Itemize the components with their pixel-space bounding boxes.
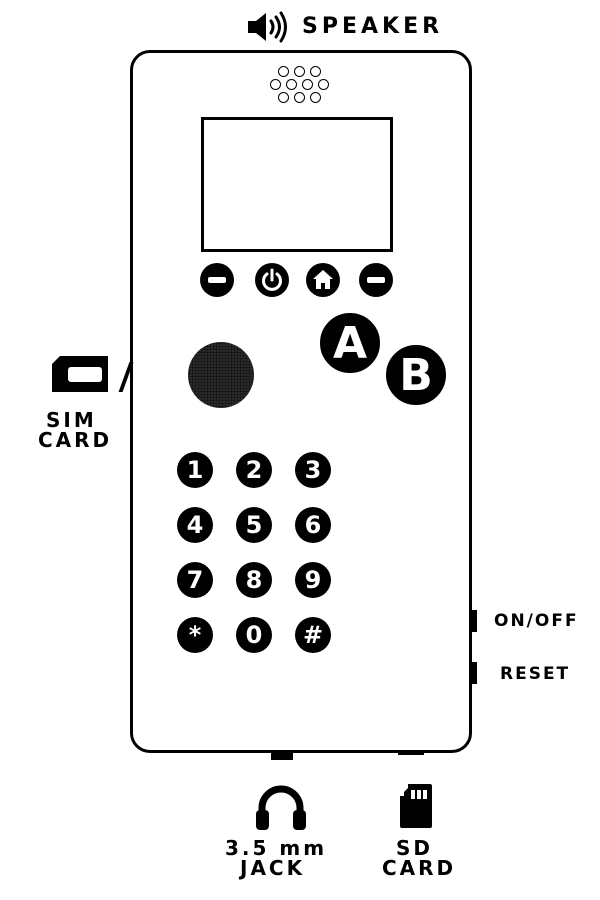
speaker-label: SPEAKER <box>302 14 444 39</box>
sim-card-icon <box>50 356 110 392</box>
key-2[interactable]: 2 <box>236 452 272 488</box>
reset-label: RESET <box>500 664 571 684</box>
jack-label-line2: JACK <box>240 856 306 880</box>
power-icon <box>262 268 282 291</box>
sd-card-icon <box>398 782 434 830</box>
jack-label-line1: 3.5 mm <box>225 836 328 860</box>
key-5[interactable]: 5 <box>236 507 272 543</box>
key-7[interactable]: 7 <box>177 562 213 598</box>
minus-right-button[interactable] <box>359 263 393 297</box>
home-button[interactable] <box>306 263 340 297</box>
jack-port <box>271 750 293 760</box>
home-icon <box>313 270 333 289</box>
key-1[interactable]: 1 <box>177 452 213 488</box>
key-hash[interactable]: # <box>295 617 331 653</box>
reset-button[interactable] <box>470 662 477 684</box>
on-off-label: ON/OFF <box>494 611 579 631</box>
key-6[interactable]: 6 <box>295 507 331 543</box>
key-star[interactable]: * <box>177 617 213 653</box>
on-off-switch[interactable] <box>470 610 477 632</box>
speaker-icon <box>246 10 290 44</box>
sd-label-line1: SD <box>396 836 434 860</box>
minus-icon <box>208 277 226 283</box>
key-4[interactable]: 4 <box>177 507 213 543</box>
minus-left-button[interactable] <box>200 263 234 297</box>
a-button[interactable]: A <box>318 311 382 375</box>
display-screen <box>201 117 393 252</box>
headphones-icon <box>254 782 308 832</box>
key-3[interactable]: 3 <box>295 452 331 488</box>
minus-icon <box>367 277 385 283</box>
joystick[interactable] <box>188 342 254 408</box>
key-0[interactable]: 0 <box>236 617 272 653</box>
power-button[interactable] <box>255 263 289 297</box>
key-9[interactable]: 9 <box>295 562 331 598</box>
sd-slot-marker <box>398 752 424 755</box>
b-button[interactable]: B <box>384 343 448 407</box>
sd-label-line2: CARD <box>382 856 457 880</box>
sim-label-line2: CARD <box>38 428 113 452</box>
sim-label-line1: SIM <box>46 408 97 432</box>
speaker-grille <box>268 66 329 104</box>
key-8[interactable]: 8 <box>236 562 272 598</box>
